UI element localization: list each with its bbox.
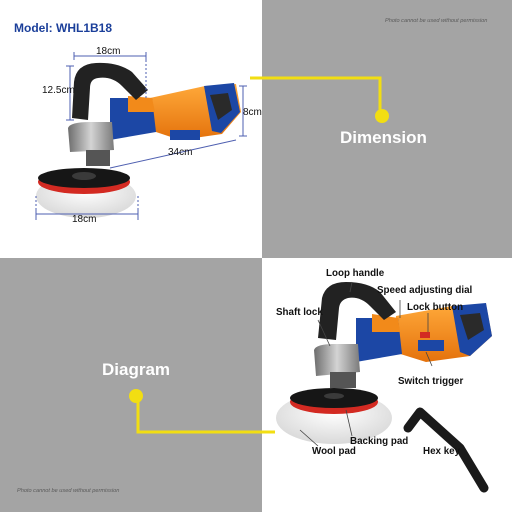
polisher-diagram-image: [276, 282, 492, 493]
dimension-top-width: 18cm: [96, 46, 121, 57]
model-label: Model: WHL1B18: [14, 21, 113, 35]
part-label-lock-button: Lock button: [407, 302, 464, 313]
part-leader-lines: [299, 281, 433, 447]
diagram-title: Diagram: [102, 360, 171, 379]
diagram-title-panel: [0, 258, 262, 512]
polisher-top-image: [36, 62, 241, 218]
dimension-pad-width: 18cm: [72, 214, 97, 225]
dimension-body-height: 8cm: [243, 107, 262, 118]
dimension-title: Dimension: [340, 128, 427, 147]
dimension-lines: [35, 52, 247, 220]
permission-notice-bottom: Photo cannot be used without permission: [17, 488, 120, 494]
dimension-total-length: 34cm: [168, 147, 193, 158]
part-label-shaft-lock: Shaft lock: [276, 307, 323, 318]
dimension-leader: [250, 76, 389, 123]
dimension-handle-height: 12.5cm: [42, 85, 75, 96]
part-label-hex-key: Hex key: [423, 446, 461, 457]
dimension-title-panel: [262, 0, 512, 258]
part-label-switch-trigger: Switch trigger: [398, 376, 464, 387]
part-label-wool-pad: Wool pad: [312, 446, 356, 457]
part-label-loop-handle: Loop handle: [326, 268, 385, 279]
diagram-leader: [129, 389, 275, 434]
part-label-backing-pad: Backing pad: [350, 436, 409, 447]
part-label-speed-dial: Speed adjusting dial: [377, 285, 473, 296]
permission-notice-top: Photo cannot be used without permission: [385, 18, 488, 24]
